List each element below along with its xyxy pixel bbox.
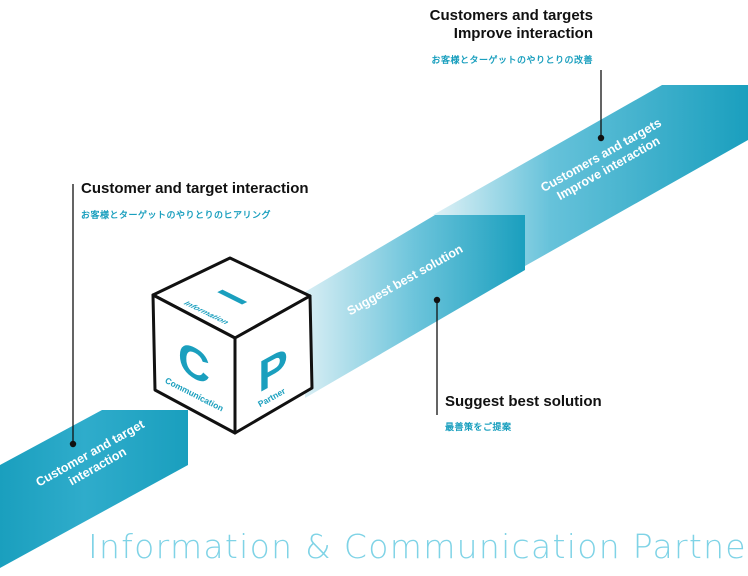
step3-band <box>433 85 748 266</box>
step1-title: Customer and target interaction <box>81 180 309 197</box>
cube-right-face <box>233 294 314 435</box>
step3-title: Customers and targets <box>429 7 593 24</box>
icp-cube <box>151 256 314 435</box>
step3-subtitle: お客様とターゲットのやりとりの改善 <box>431 56 593 66</box>
step2-subtitle: 最善策をご提案 <box>445 423 512 433</box>
step2-title: Suggest best solution <box>445 393 602 410</box>
step2-leader-dot <box>433 296 441 304</box>
step1-band <box>0 410 188 568</box>
step3-leader-dot <box>597 134 605 142</box>
diagram-title: Information & Communication Partner <box>88 527 748 566</box>
step1-leader-dot <box>69 440 77 448</box>
step2-band <box>305 215 525 398</box>
step3-title-2: Improve interaction <box>453 25 593 42</box>
step1-subtitle: お客様とターゲットのやりとりのヒアリング <box>81 211 272 221</box>
